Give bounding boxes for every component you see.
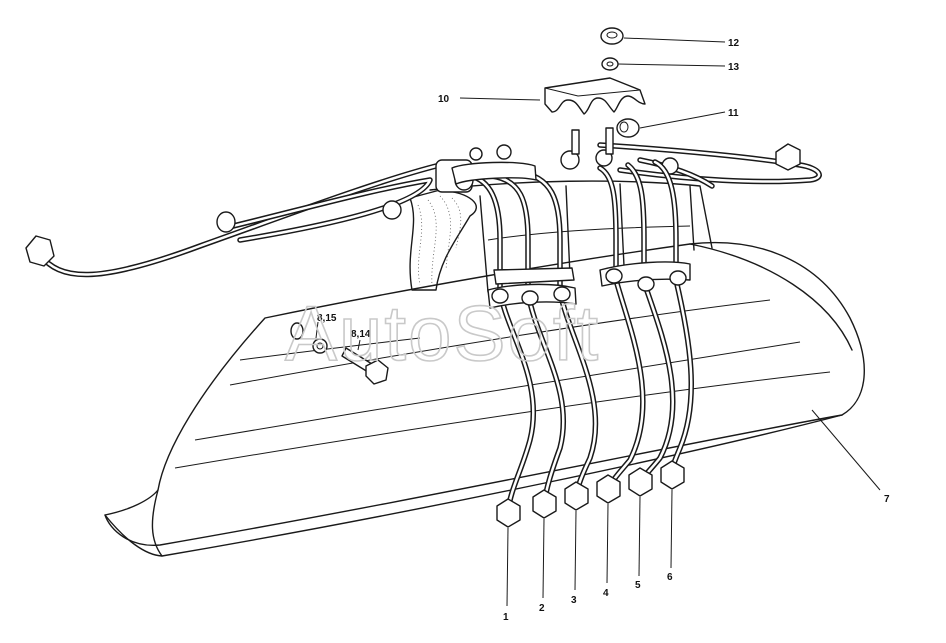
return-line-right xyxy=(597,142,822,189)
watermark: AutoSoft xyxy=(285,289,600,377)
callout-11: 11 xyxy=(728,108,739,119)
bolt xyxy=(341,347,389,385)
callout-10: 10 xyxy=(438,94,450,105)
pipe-5 xyxy=(625,162,676,485)
clamp-cap xyxy=(544,77,646,115)
callout-6: 6 xyxy=(667,572,673,583)
engine-block xyxy=(409,180,713,293)
return-line-left xyxy=(25,162,443,278)
callout-8-15: 8,15 xyxy=(317,313,337,324)
callout-3: 3 xyxy=(571,595,577,606)
injection-pipes xyxy=(467,159,694,515)
callout-1: 1 xyxy=(503,612,509,623)
callout-labels: 1 2 3 4 5 6 7 10 11 12 13 8,14 8,15 xyxy=(317,38,890,623)
callout-5: 5 xyxy=(635,580,641,591)
callout-7: 7 xyxy=(884,494,890,505)
washer xyxy=(601,57,619,71)
lock-ring xyxy=(290,322,328,354)
callout-4: 4 xyxy=(603,588,609,599)
callout-8-14: 8,14 xyxy=(351,329,371,340)
callout-2: 2 xyxy=(539,603,545,614)
cap-nut xyxy=(600,27,624,45)
leader-lines xyxy=(315,37,881,607)
pipe-end-nuts xyxy=(496,460,685,528)
pipe-clamps xyxy=(451,161,691,309)
callout-12: 12 xyxy=(728,38,740,49)
callout-13: 13 xyxy=(728,62,740,73)
rubber-bush xyxy=(616,118,640,138)
